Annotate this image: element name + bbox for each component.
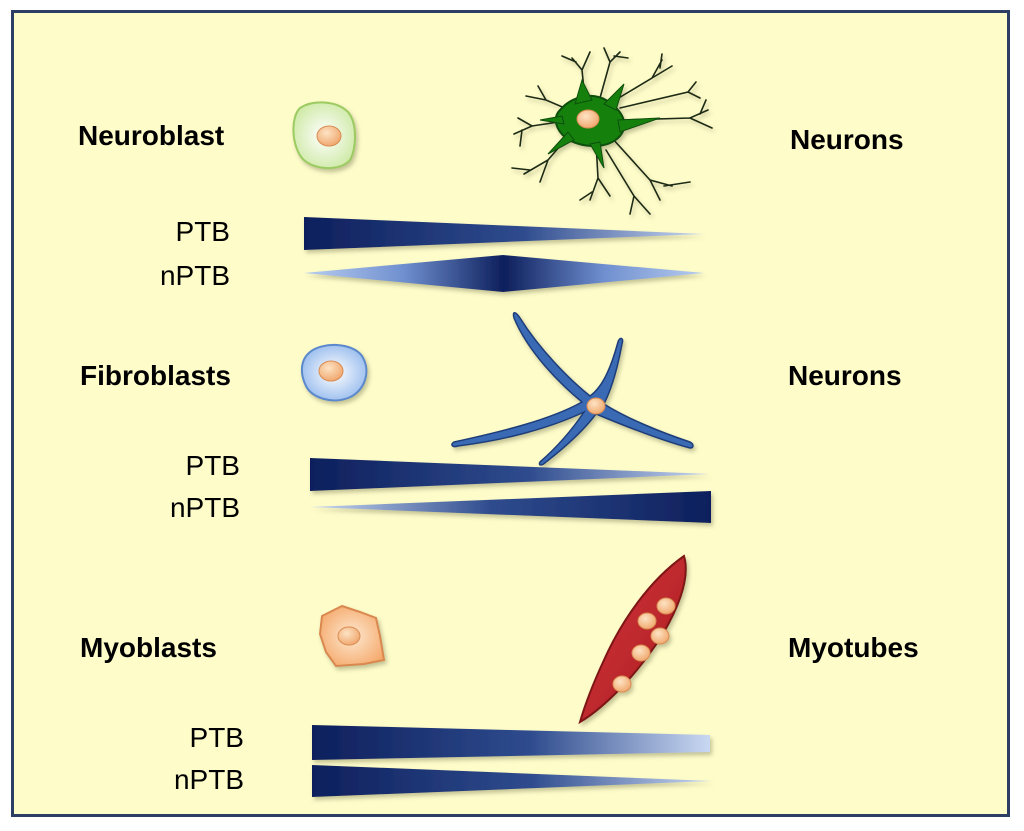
end-cell-label-2: Neurons <box>788 360 902 391</box>
induced-neuron-icon <box>451 312 694 466</box>
neuroblast-cell-icon <box>292 101 356 169</box>
protein-b-label-2: nPTB <box>169 492 240 523</box>
protein-a-label-3: PTB <box>189 722 244 753</box>
start-cell-label-1: Neuroblast <box>78 120 225 151</box>
start-cell-label-3: Myoblasts <box>80 632 217 663</box>
ptb-expression-wedge-1 <box>304 217 704 250</box>
nptb-expression-wedge-3 <box>312 765 712 797</box>
end-cell-label-3: Myotubes <box>788 632 919 663</box>
diagram-panel <box>11 10 1010 817</box>
protein-b-label-3: nPTB <box>173 764 244 795</box>
fibroblast-cell-icon <box>300 344 368 402</box>
ptb-expression-wedge-2 <box>310 458 710 491</box>
end-cell-label-1: Neurons <box>790 124 904 155</box>
myotube-cell-icon <box>578 554 687 725</box>
protein-a-label-1: PTB <box>175 216 230 247</box>
myoblast-cell-icon <box>318 604 386 668</box>
nptb-expression-wedge-2 <box>310 491 711 523</box>
nptb-expression-wedge-1 <box>304 255 704 292</box>
start-cell-label-2: Fibroblasts <box>80 360 231 391</box>
neuron-dendritic-icon <box>511 47 713 215</box>
ptb-expression-wedge-3 <box>312 725 710 760</box>
protein-b-label-1: nPTB <box>159 260 230 291</box>
protein-a-label-2: PTB <box>185 450 240 481</box>
